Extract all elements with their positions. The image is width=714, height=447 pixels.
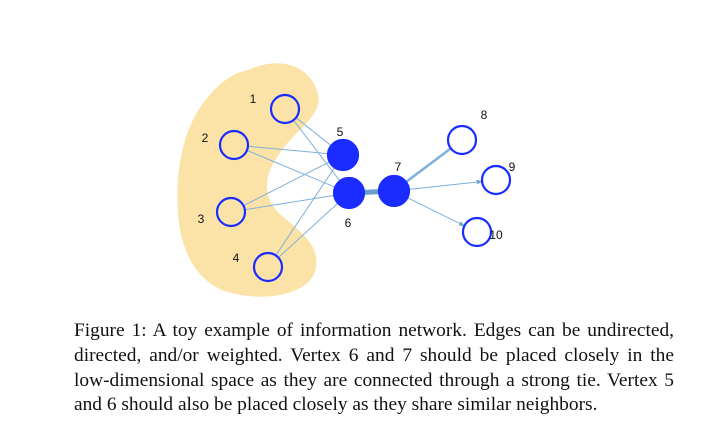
- vertex-label-6: 6: [345, 216, 352, 230]
- edge-6-7: [361, 189, 382, 195]
- vertex-1: [269, 93, 301, 125]
- edge-7-9: [408, 179, 483, 190]
- edge-3-5: [242, 161, 331, 207]
- vertex-5: [326, 138, 360, 172]
- vertex-label-10: 10: [489, 228, 503, 242]
- vertex-label-8: 8: [481, 108, 488, 122]
- figure-caption: Figure 1: A toy example of information n…: [74, 320, 674, 416]
- edge-4-5: [275, 166, 336, 256]
- edge-7-8: [404, 147, 453, 184]
- vertex-10: [461, 216, 493, 248]
- vertex-2: [218, 129, 250, 161]
- edges-layer: [242, 117, 483, 259]
- vertex-label-9: 9: [509, 160, 516, 174]
- edge-1-5: [295, 117, 332, 147]
- community-highlight-region: [177, 63, 319, 297]
- vertex-7: [377, 174, 411, 208]
- edge-7-10: [406, 197, 465, 227]
- labels-layer: 1 2 3 4 5 6 7 8 9 10: [198, 92, 516, 265]
- edge-2-5: [247, 145, 329, 155]
- network-diagram: 1 2 3 4 5 6 7 8 9 10: [177, 63, 516, 297]
- vertex-label-1: 1: [250, 92, 257, 106]
- vertex-9: [480, 164, 512, 196]
- vertex-8: [446, 124, 478, 156]
- vertex-6: [332, 176, 366, 210]
- edge-2-6: [246, 149, 336, 188]
- vertex-4: [252, 251, 284, 283]
- vertex-3: [215, 196, 247, 228]
- edge-3-6: [244, 194, 335, 211]
- vertex-label-3: 3: [198, 212, 205, 226]
- edge-4-6: [277, 202, 339, 259]
- vertex-label-2: 2: [202, 131, 209, 145]
- vertex-label-7: 7: [395, 160, 402, 174]
- nodes-layer: [215, 93, 512, 283]
- vertex-label-5: 5: [337, 125, 344, 139]
- vertex-label-4: 4: [233, 251, 240, 265]
